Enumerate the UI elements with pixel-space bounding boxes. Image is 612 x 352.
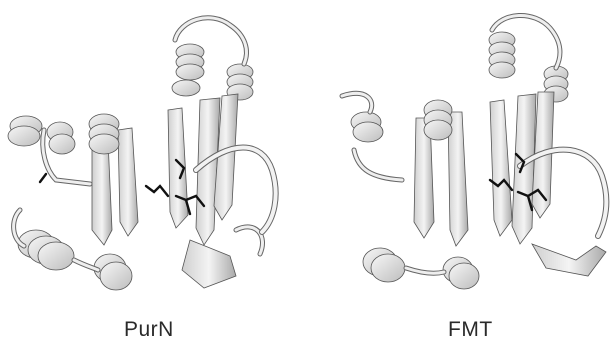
purn-ribbon-structure	[0, 0, 306, 300]
helix-left	[351, 100, 452, 142]
helix-bottom-left	[363, 248, 479, 289]
helix-top	[172, 44, 253, 100]
structure-panel-purn: PurN	[0, 0, 306, 352]
strand-bottom	[182, 240, 236, 288]
panel-caption-fmt: FMT	[448, 318, 493, 342]
panel-caption-purn: PurN	[124, 318, 174, 342]
fmt-ribbon-structure	[306, 0, 612, 300]
structure-panel-fmt: FMT	[306, 0, 612, 352]
helix-middle	[89, 114, 119, 154]
